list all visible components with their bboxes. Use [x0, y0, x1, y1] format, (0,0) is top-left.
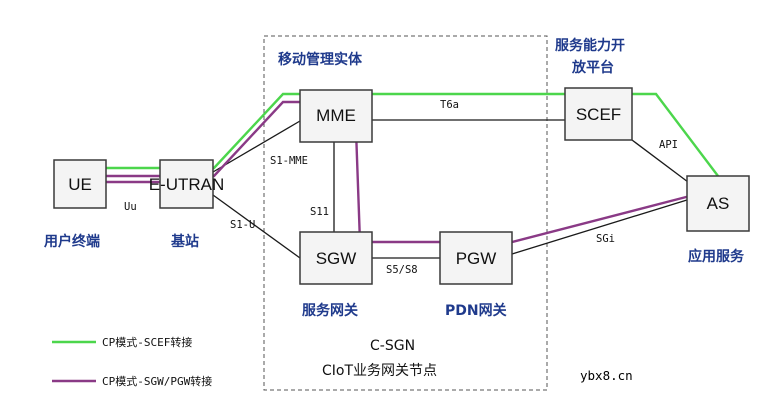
scef-label: SCEF — [576, 105, 621, 124]
watermark: ybx8.cn — [580, 368, 633, 383]
s1-mme-link — [212, 120, 301, 173]
mme-label: MME — [316, 106, 356, 125]
s5-s8-label: S5/S8 — [386, 264, 418, 276]
pgw-label: PGW — [456, 249, 497, 268]
csgn-region — [263, 35, 548, 391]
scef-caption-line2: 放平台 — [571, 59, 614, 76]
eutran-caption: 基站 — [171, 233, 199, 250]
scef-box — [564, 87, 633, 141]
pgw-caption: PDN网关 — [445, 302, 507, 319]
s1-mme-label: S1-MME — [270, 155, 308, 167]
sgw-box — [299, 231, 373, 285]
eutran-box — [159, 159, 214, 209]
ue-caption: 用户终端 — [44, 233, 100, 250]
api-link — [631, 139, 689, 183]
as-caption: 应用服务 — [688, 248, 745, 265]
s1-u-link — [212, 194, 301, 259]
legend-label-sgw-pgw: CP模式-SGW/PGW转接 — [102, 374, 212, 388]
t6a-label: T6a — [440, 99, 459, 111]
sgi-label: SGi — [596, 233, 615, 245]
mme-box — [299, 89, 373, 143]
eutran-label: E-UTRAN — [149, 175, 225, 194]
pgw-box — [439, 231, 513, 285]
as-label: AS — [707, 194, 730, 213]
mme-region-caption: 移动管理实体 — [278, 51, 363, 68]
sgw-caption: 服务网关 — [302, 302, 358, 319]
csgn-subtitle: CIoT业务网关节点 — [322, 363, 437, 379]
csgn-title: C-SGN — [370, 338, 415, 354]
s11-label: S11 — [310, 206, 329, 218]
scef-caption-line1: 服务能力开 — [555, 37, 625, 54]
ue-box — [53, 159, 107, 209]
sgi-link — [511, 199, 688, 255]
as-box — [686, 175, 750, 232]
ue-label: UE — [68, 175, 92, 194]
s1-u-label: S1-U — [230, 219, 255, 231]
sgw-label: SGW — [316, 249, 357, 268]
legend-label-scef: CP模式-SCEF转接 — [102, 335, 192, 349]
api-label: API — [659, 139, 678, 151]
uu-label: Uu — [124, 201, 137, 213]
